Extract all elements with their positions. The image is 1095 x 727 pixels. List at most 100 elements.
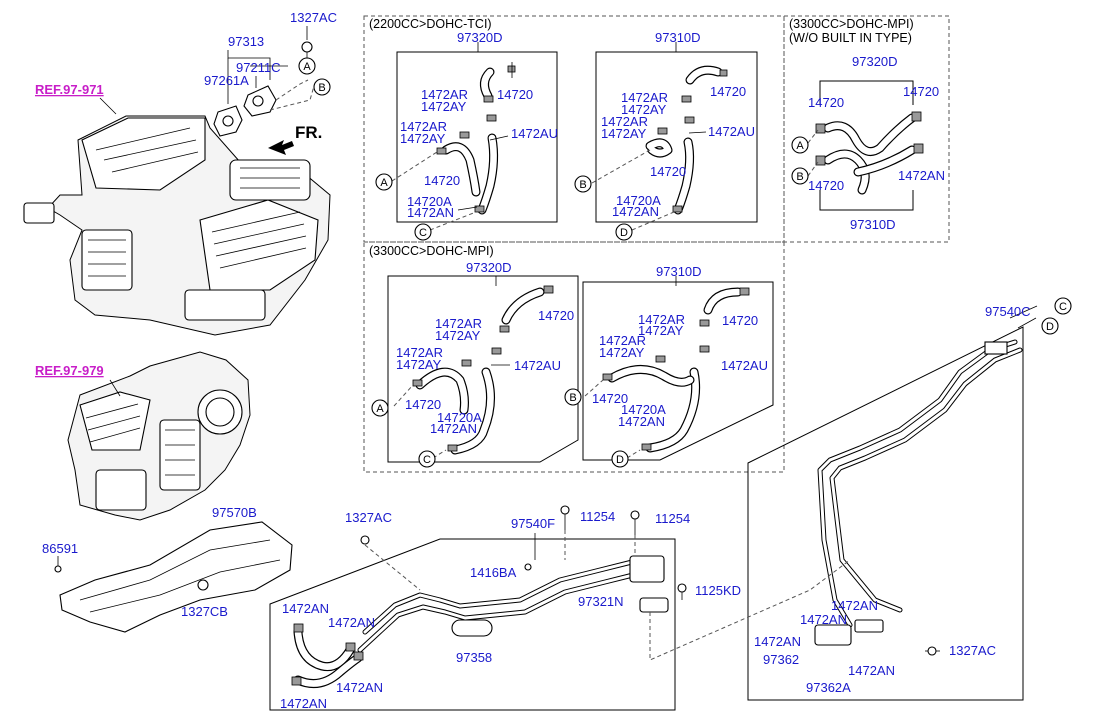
svg-text:C: C — [419, 227, 427, 239]
label-1472an-r1: 1472AN — [831, 598, 878, 613]
label-14720-tci-a1: 14720 — [497, 87, 533, 102]
label-1472an-b2: 1472AN — [328, 615, 375, 630]
callout-d-right: D — [1041, 317, 1059, 335]
callout-d-mpi: D — [611, 450, 629, 468]
label-97320d-tci: 97320D — [457, 30, 503, 45]
section-frames — [269, 15, 1024, 711]
label-97570b: 97570B — [212, 505, 257, 520]
svg-text:D: D — [1046, 321, 1054, 333]
label-14720-tci-a2: 14720 — [424, 173, 460, 188]
label-1472ar-tci-a2: 1472AR — [400, 119, 447, 134]
label-1327ac-right: 1327AC — [949, 643, 996, 658]
front-label: FR. — [295, 123, 322, 142]
label-1472an-wo: 1472AN — [898, 168, 945, 183]
svg-text:B: B — [318, 82, 325, 94]
label-11254-1: 11254 — [580, 509, 615, 524]
box-mpi-97310d — [582, 281, 774, 461]
label-1472an-r2: 1472AN — [800, 612, 847, 627]
front-arrow-icon — [268, 140, 294, 155]
callout-c-tci: C — [414, 223, 432, 241]
label-14720-mpi-a2: 14720 — [405, 397, 441, 412]
label-1472ay-mpi-b1: 1472AY — [638, 323, 684, 338]
label-97540f: 97540F — [511, 516, 555, 531]
label-1472ar-mpi-a2: 1472AR — [396, 345, 443, 360]
label-1472au-mpi-b: 1472AU — [721, 358, 768, 373]
box-tci-97320d — [396, 51, 558, 223]
label-1472an-r3: 1472AN — [754, 634, 801, 649]
box-mpi-97320d — [387, 275, 579, 463]
hose-tci-97310d — [645, 42, 728, 215]
label-1472ay-mpi-b2: 1472AY — [599, 345, 645, 360]
label-14720-tci-b2: 14720 — [650, 164, 686, 179]
box-97540f — [269, 538, 676, 711]
frame-wo-built-in — [783, 15, 950, 243]
frame-mpi — [363, 241, 785, 473]
part-labels: 1327AC 97313 97211C 97261A 97320D 14720 … — [42, 10, 1031, 711]
callout-b-top: B — [313, 78, 331, 96]
svg-text:D: D — [616, 454, 624, 466]
svg-text:B: B — [569, 392, 576, 404]
section-header-wo-line2: (W/O BUILT IN TYPE) — [789, 31, 912, 45]
label-97362a: 97362A — [806, 680, 851, 695]
label-97358: 97358 — [456, 650, 492, 665]
label-1472ar-tci-a1: 1472AR — [421, 87, 468, 102]
label-97362: 97362 — [763, 652, 799, 667]
hvac-unit-upper — [23, 115, 331, 336]
label-1472ar-mpi-a1: 1472AR — [435, 316, 482, 331]
bracket-wo-top — [819, 80, 914, 105]
svg-text:B: B — [579, 179, 586, 191]
label-1472au-tci-b: 1472AU — [708, 124, 755, 139]
svg-text:A: A — [796, 140, 804, 152]
bracket-wo-bottom — [819, 190, 914, 211]
section-header-wo-line1: (3300CC>DOHC-MPI) — [789, 17, 914, 31]
label-14720-mpi-a1: 14720 — [538, 308, 574, 323]
label-1472ay-mpi-a2: 1472AY — [396, 357, 442, 372]
label-97310d-mpi: 97310D — [656, 264, 702, 279]
label-1472ar-tci-b2: 1472AR — [601, 114, 648, 129]
label-1472ay-mpi-a1: 1472AY — [435, 328, 481, 343]
label-1472an-mpi-a: 1472AN — [430, 421, 477, 436]
label-14720a-tci-a: 14720A — [407, 194, 452, 209]
ref-97-979[interactable]: REF.97-979 — [35, 363, 104, 378]
label-1472ay-tci-a2: 1472AY — [400, 131, 446, 146]
label-14720-mpi-b1: 14720 — [722, 313, 758, 328]
callout-b-tci: B — [574, 175, 592, 193]
label-1472au-tci-a: 1472AU — [511, 126, 558, 141]
callout-leaders — [391, 129, 819, 459]
callout-a-wo: A — [791, 136, 809, 154]
svg-text:A: A — [376, 403, 384, 415]
label-14720-wo-2: 14720 — [903, 84, 939, 99]
label-97320d-wo: 97320D — [852, 54, 898, 69]
svg-text:A: A — [380, 177, 388, 189]
label-1327ac-bottom: 1327AC — [345, 510, 392, 525]
label-97321n: 97321N — [578, 594, 624, 609]
ref-97-971[interactable]: REF.97-971 — [35, 82, 104, 97]
label-97310d-tci: 97310D — [655, 30, 701, 45]
label-1472ay-tci-b1: 1472AY — [621, 102, 667, 117]
callout-b-wo: B — [791, 167, 809, 185]
hvac-unit-lower — [67, 351, 251, 521]
svg-text:C: C — [1059, 301, 1067, 313]
label-14720-wo-1: 14720 — [808, 95, 844, 110]
svg-text:B: B — [796, 171, 803, 183]
svg-text:A: A — [303, 61, 311, 73]
section-header-tci: (2200CC>DOHC-TCI) — [369, 17, 492, 31]
label-86591: 86591 — [42, 541, 78, 556]
callout-b-mpi: B — [564, 388, 582, 406]
label-11254-2: 11254 — [655, 511, 690, 526]
callout-c-mpi: C — [418, 450, 436, 468]
callouts: A B A C B D A B A C B D C D — [298, 57, 1072, 468]
label-1472au-mpi-a: 1472AU — [514, 358, 561, 373]
label-1472an-b1: 1472AN — [282, 601, 329, 616]
label-97313: 97313 — [228, 34, 264, 49]
label-14720-wo-3: 14720 — [808, 178, 844, 193]
label-97540c: 97540C — [985, 304, 1031, 319]
box-97540c — [747, 326, 1024, 701]
hose-mpi-97310d — [602, 276, 750, 453]
label-1472an-r4: 1472AN — [848, 663, 895, 678]
label-1472an-tci-b: 1472AN — [612, 204, 659, 219]
callout-a-tci: A — [375, 173, 393, 191]
label-14720a-tci-b: 14720A — [616, 193, 661, 208]
label-1472an-mpi-b: 1472AN — [618, 414, 665, 429]
callout-a-top: A — [298, 57, 316, 75]
